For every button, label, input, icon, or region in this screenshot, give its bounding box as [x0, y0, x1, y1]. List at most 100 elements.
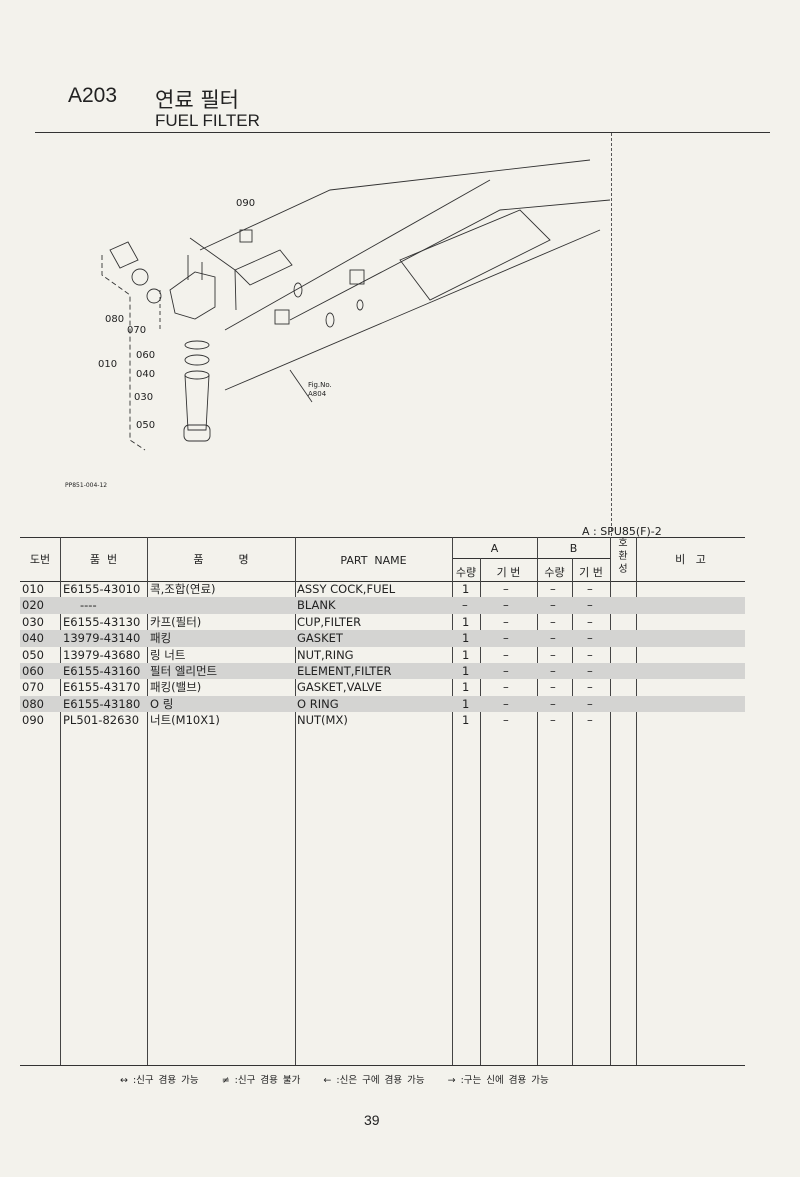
row-a-serial: – — [503, 647, 509, 662]
parts-table: 도번 품 번 품 명 PART NAME A B 수량 기 번 수량 기 번 호… — [20, 537, 745, 1067]
row-a-serial: – — [503, 614, 509, 629]
row-b-qty: – — [550, 582, 556, 596]
row-a-qty: 1 — [462, 631, 470, 646]
header-interchangeability: 호 환 성 — [618, 538, 628, 575]
row-a-qty: – — [462, 598, 468, 613]
row-part-no: E6155-43130 — [63, 614, 141, 629]
page-number: 39 — [364, 1112, 380, 1128]
column-divider — [611, 133, 612, 536]
column-rule — [480, 558, 481, 1065]
row-name-ko: 필터 엘리먼트 — [150, 664, 218, 678]
row-part-no: E6155-43170 — [63, 680, 141, 695]
row-part-name: NUT(MX) — [297, 713, 348, 728]
header-part-name: PART NAME — [340, 554, 407, 567]
row-b-qty: – — [550, 696, 556, 711]
column-rule — [610, 537, 611, 1065]
header-remarks: 비 고 — [675, 553, 706, 566]
exploded-parts-diagram: 090 080 070 060 010 040 030 050 Fig.No. … — [65, 159, 610, 489]
frame-drawing — [189, 159, 610, 391]
row-ref: 050 — [22, 647, 44, 662]
callout-060: 060 — [136, 350, 155, 361]
row-name-ko: 콕,조합(연료) — [150, 582, 216, 596]
column-rule — [537, 537, 538, 1065]
section-title-korean: 연료 필터 — [155, 88, 239, 112]
header-rule — [35, 132, 770, 133]
callout-080: 080 — [105, 314, 124, 325]
row-b-serial: – — [587, 664, 593, 678]
row-part-name: NUT,RING — [297, 647, 354, 662]
row-name-ko: 패킹 — [150, 631, 172, 646]
column-rule — [452, 537, 453, 1065]
row-b-serial: – — [587, 713, 593, 728]
callout-050: 050 — [136, 420, 155, 431]
legend-item: → :구는 신에 겸용 가능 — [447, 1075, 549, 1086]
row-part-name: GASKET,VALVE — [297, 680, 382, 695]
callout-030: 030 — [134, 392, 153, 403]
row-name-ko: 너트(M10X1) — [150, 713, 220, 728]
row-a-serial: – — [503, 631, 509, 646]
row-ref: 060 — [22, 664, 44, 678]
row-part-no: E6155-43180 — [63, 696, 141, 711]
row-part-name: BLANK — [297, 598, 336, 613]
row-part-name: O RING — [297, 696, 339, 711]
column-rule — [147, 537, 148, 1065]
row-ref: 090 — [22, 713, 44, 728]
legend-item: ← :신은 구에 겸용 가능 — [323, 1075, 425, 1086]
row-part-name: ELEMENT,FILTER — [297, 664, 392, 678]
row-a-qty: 1 — [462, 680, 470, 695]
callout-040: 040 — [136, 369, 155, 380]
row-a-serial: – — [503, 582, 509, 596]
row-a-qty: 1 — [462, 647, 470, 662]
filter-assembly-drawing — [101, 229, 313, 451]
row-part-name: ASSY COCK,FUEL — [297, 582, 396, 596]
row-part-name: GASKET — [297, 631, 343, 646]
callout-090: 090 — [236, 198, 255, 209]
fig-ref-label: Fig.No. — [308, 381, 332, 389]
row-part-name: CUP,FILTER — [297, 614, 362, 629]
legend-item: ≠ :신구 겸용 불가 — [221, 1075, 301, 1086]
row-a-serial: – — [503, 598, 509, 613]
row-b-serial: – — [587, 631, 593, 646]
row-name-ko: 링 너트 — [150, 647, 186, 662]
callout-070: 070 — [127, 325, 146, 336]
row-ref: 080 — [22, 696, 44, 711]
column-rule — [636, 537, 637, 1065]
row-b-qty: – — [550, 631, 556, 646]
row-name-ko: 카프(필터) — [150, 614, 202, 629]
header-a-qty: 수량 — [455, 566, 477, 579]
column-rule — [60, 537, 61, 1065]
row-name-ko: 패킹(밸브) — [150, 680, 202, 695]
row-ref: 070 — [22, 680, 44, 695]
header-group-a: A — [490, 542, 499, 555]
row-b-serial: – — [587, 647, 593, 662]
table-row: 020----BLANK–––– — [20, 597, 745, 614]
row-a-serial: – — [503, 664, 509, 678]
row-part-no: 13979-43680 — [63, 647, 141, 662]
row-b-qty: – — [550, 680, 556, 695]
row-a-qty: 1 — [462, 582, 470, 596]
row-a-qty: 1 — [462, 696, 470, 711]
row-a-qty: 1 — [462, 713, 470, 728]
row-part-no: E6155-43160 — [63, 664, 141, 678]
row-ref: 040 — [22, 631, 44, 646]
header-a-serial: 기 번 — [496, 566, 521, 579]
fig-ref-number: A804 — [308, 390, 327, 398]
row-b-serial: – — [587, 582, 593, 596]
section-title-english: FUEL FILTER — [155, 111, 260, 130]
column-rule — [572, 558, 573, 1065]
row-ref: 030 — [22, 614, 44, 629]
row-a-qty: 1 — [462, 664, 470, 678]
row-b-qty: – — [550, 614, 556, 629]
table-row: 070 E6155-43170 패킹(밸브) GASKET,VALVE 1 – – – — [20, 679, 745, 695]
row-b-serial: – — [587, 680, 593, 695]
callout-010: 010 — [98, 359, 117, 370]
header-part-no: 품 번 — [89, 553, 118, 566]
interchangeability-legend: ↔ :신구 겸용 가능 ≠ :신구 겸용 불가 ← :신은 구에 겸용 가능 →… — [120, 1072, 567, 1086]
drawing-id: PP851-004-12 — [65, 482, 107, 489]
row-a-serial: – — [503, 680, 509, 695]
